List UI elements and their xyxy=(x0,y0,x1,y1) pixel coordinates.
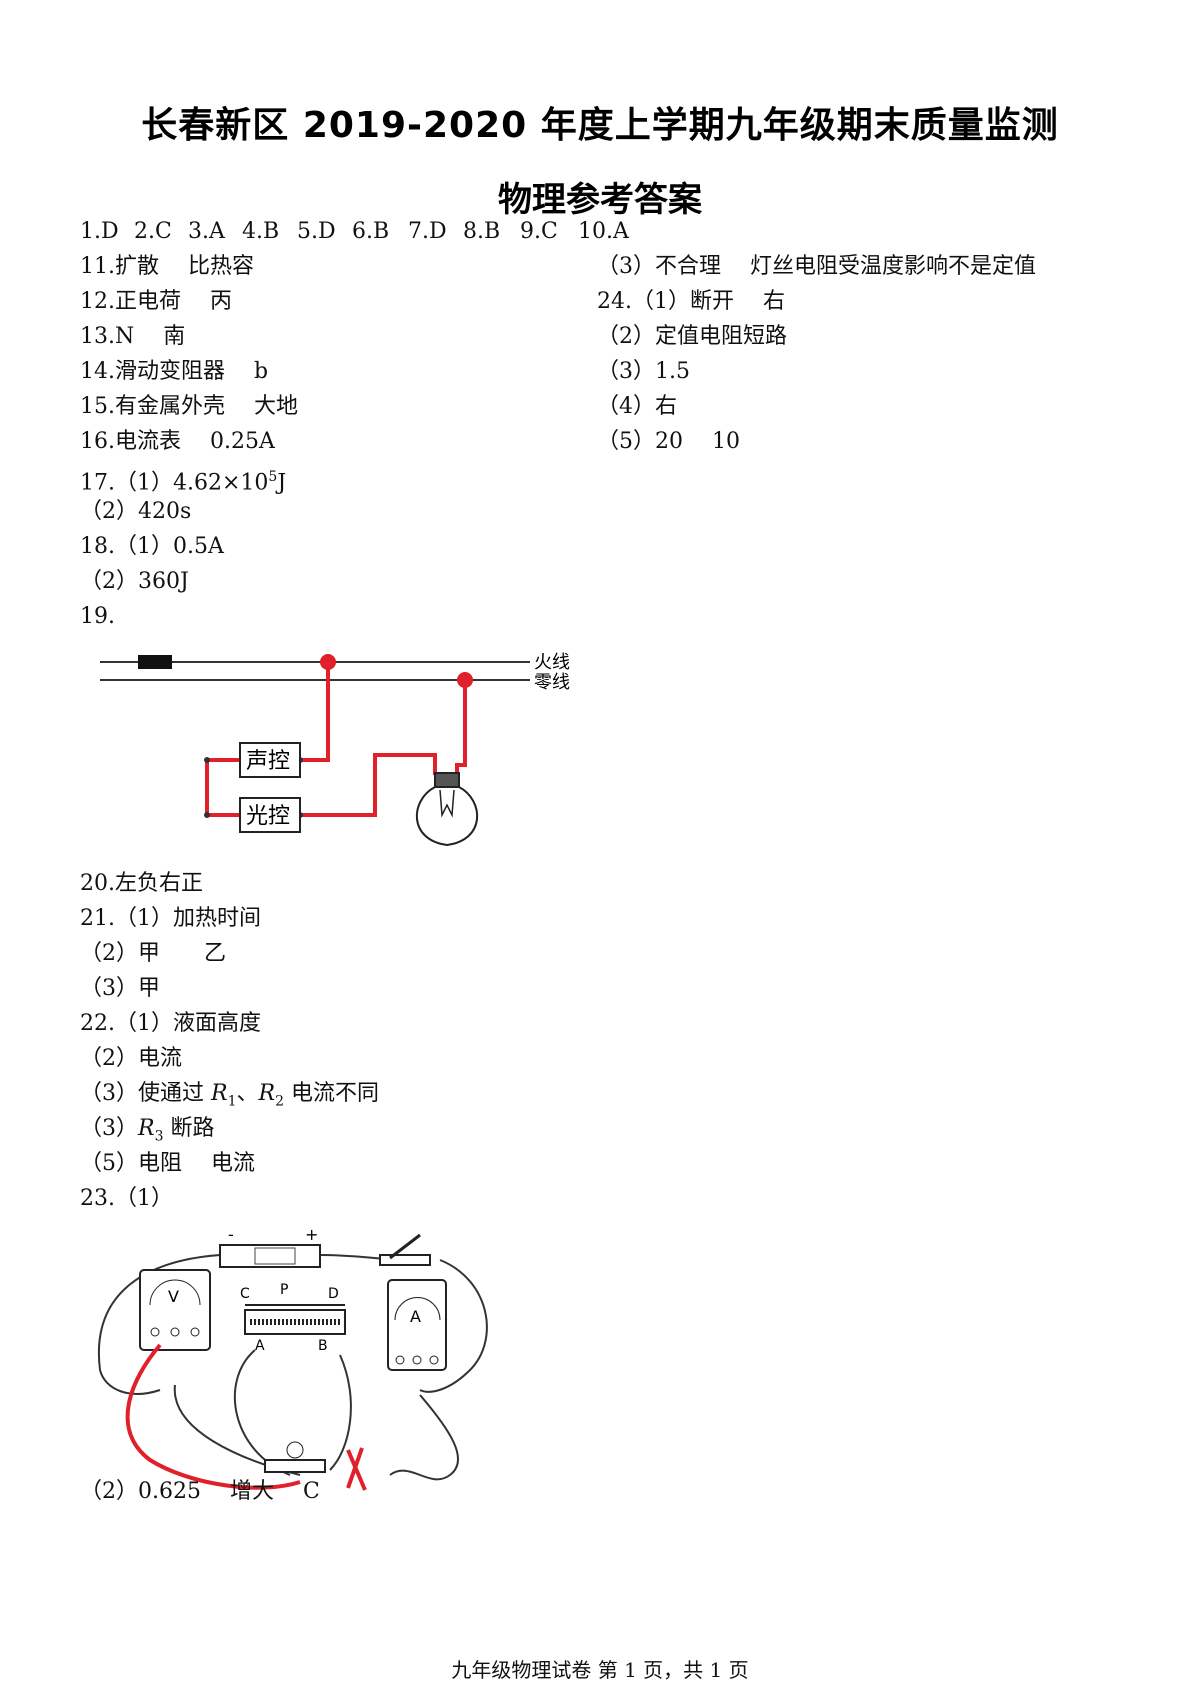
figure-19-circuit: 火线 零线 声控 光控 xyxy=(100,652,570,847)
answer-q18-1: 18.（1）0.5A xyxy=(80,534,224,559)
svg-text:+: + xyxy=(305,1225,318,1244)
mc-answer: 10.A xyxy=(578,219,629,244)
live-wire-label: 火线 xyxy=(534,652,570,673)
answer-q16: 16.电流表 0.25A xyxy=(80,429,275,454)
answer-q21-3: （3）甲 xyxy=(80,976,160,1001)
svg-text:B: B xyxy=(318,1338,328,1354)
page-title: 长春新区 2019-2020 年度上学期九年级期末质量监测 xyxy=(141,105,1059,146)
answer-q23-1: 23.（1） xyxy=(80,1186,173,1211)
answer-q22-4: （3）R3 断路 xyxy=(80,1116,215,1145)
answer-q18-2: （2）360J xyxy=(80,569,189,594)
answer-q23-3: （3）不合理 灯丝电阻受温度影响不是定值 xyxy=(597,254,1036,279)
mc-answer: 6.B xyxy=(352,219,390,244)
rheostat-icon: C P D A B xyxy=(240,1282,346,1354)
mc-answer: 4.B xyxy=(242,219,280,244)
answer-q11: 11.扩散 比热容 xyxy=(80,254,254,279)
answer-q22-1: 22.（1）液面高度 xyxy=(80,1011,261,1036)
switch-icon xyxy=(379,1233,431,1266)
answer-q24-4: （4）右 xyxy=(597,394,677,419)
cross-mark-icon xyxy=(346,1447,367,1491)
answer-q24-1: 24.（1）断开 右 xyxy=(597,289,785,314)
answer-q22-3: （3）使通过 R1、R2 电流不同 xyxy=(80,1081,380,1110)
answer-q12: 12.正电荷 丙 xyxy=(80,289,232,314)
sound-switch-box xyxy=(239,742,301,778)
answer-q19: 19. xyxy=(80,604,115,629)
answer-q23-2: （2）0.625 增大 C xyxy=(80,1479,320,1504)
answer-q24-5: （5）20 10 xyxy=(597,429,740,454)
answer-q13: 13.N 南 xyxy=(80,324,186,349)
answer-q21-2: （2）甲 乙 xyxy=(80,941,226,966)
mc-answer: 5.D xyxy=(297,219,336,244)
svg-text:A: A xyxy=(255,1338,265,1354)
page-footer: 九年级物理试卷 第 1 页，共 1 页 xyxy=(451,1658,749,1682)
svg-text:V: V xyxy=(168,1287,179,1306)
answer-q15: 15.有金属外壳 大地 xyxy=(80,394,298,419)
answer-q17-2: （2）420s xyxy=(80,499,192,524)
mc-answer: 3.A xyxy=(188,219,225,244)
light-switch-box xyxy=(239,797,301,833)
answer-q22-2: （2）电流 xyxy=(80,1046,182,1071)
answer-q24-3: （3）1.5 xyxy=(597,359,690,384)
neutral-wire-label: 零线 xyxy=(534,672,570,693)
answer-q14: 14.滑动变阻器 b xyxy=(80,359,269,384)
answer-q20: 20.左负右正 xyxy=(80,871,203,896)
figure-23-circuit: - + V C P D A B A xyxy=(97,1225,488,1491)
voltmeter-icon: V xyxy=(139,1269,211,1351)
light-bulb-icon xyxy=(415,772,479,847)
mc-answer: 7.D xyxy=(408,219,447,244)
mc-answer: 9.C xyxy=(520,219,558,244)
mc-answer: 2.C xyxy=(134,219,172,244)
answer-q21-1: 21.（1）加热时间 xyxy=(80,906,261,931)
svg-text:A: A xyxy=(410,1307,421,1326)
svg-text:C: C xyxy=(240,1286,250,1302)
sound-switch-label: 声控 xyxy=(246,749,290,774)
mc-answer: 8.B xyxy=(463,219,501,244)
answer-q17-1: 17.（1）4.62×105J xyxy=(80,469,287,496)
answer-q22-5: （5）电阻 电流 xyxy=(80,1151,255,1176)
mc-answer: 1.D xyxy=(80,219,119,244)
answer-q24-2: （2）定值电阻短路 xyxy=(597,324,787,349)
svg-text:D: D xyxy=(328,1286,339,1302)
svg-text:P: P xyxy=(280,1282,288,1298)
lamp-icon xyxy=(264,1441,326,1473)
svg-text:-: - xyxy=(228,1225,234,1244)
ammeter-icon: A xyxy=(387,1279,447,1371)
light-switch-label: 光控 xyxy=(246,804,290,829)
page-subtitle: 物理参考答案 xyxy=(498,180,702,220)
